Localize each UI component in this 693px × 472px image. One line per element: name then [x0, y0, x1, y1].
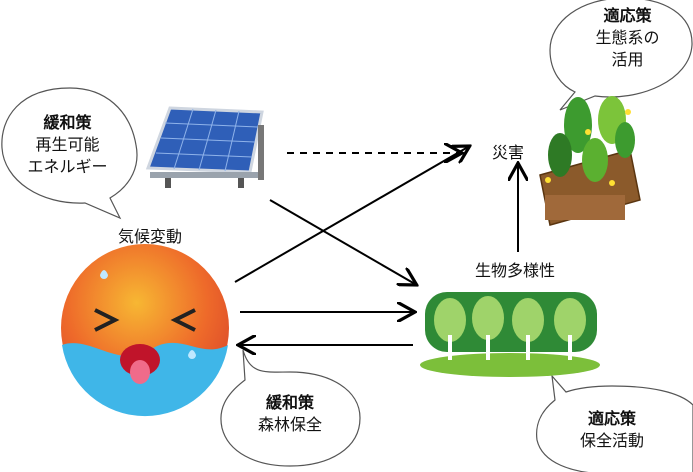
bubble-line: 生態系の	[595, 28, 660, 47]
bubble-title: 緩和策	[265, 393, 314, 412]
bubble-line: 保全活動	[579, 431, 644, 450]
bubble-line: 活用	[611, 50, 644, 69]
bubble-renewable	[1, 87, 138, 220]
bubble-ecosystem	[549, 0, 693, 111]
bubble-ecosystem-text: 適応策 生態系の 活用	[565, 5, 690, 71]
bubble-renewable-text: 緩和策 再生可能 エネルギー	[5, 112, 130, 178]
disaster-label: 災害	[491, 143, 524, 162]
biodiversity-label: 生物多様性	[474, 261, 555, 280]
bubble-line: エネルギー	[27, 157, 108, 176]
arrow-climate-to-disaster	[234, 147, 468, 283]
bubble-line: 森林保全	[257, 415, 322, 434]
biodiversity-forest-image	[420, 292, 600, 377]
bubble-conservation-activity	[535, 374, 693, 472]
bubble-title: 緩和策	[43, 113, 92, 132]
bubble-line: 再生可能	[35, 135, 100, 154]
climate-change-label: 気候変動	[117, 227, 182, 246]
bubble-title: 適応策	[603, 6, 652, 25]
bubble-forest-conservation-text: 緩和策 森林保全	[230, 392, 350, 436]
bubble-title: 適応策	[587, 409, 636, 428]
arrow-solar-to-biodiversity	[269, 199, 415, 284]
bubble-conservation-activity-text: 適応策 保全活動	[552, 408, 672, 452]
solar-panel-image	[145, 106, 264, 188]
hot-earth-image	[61, 244, 229, 417]
ecosystem-forest-image	[539, 96, 641, 226]
